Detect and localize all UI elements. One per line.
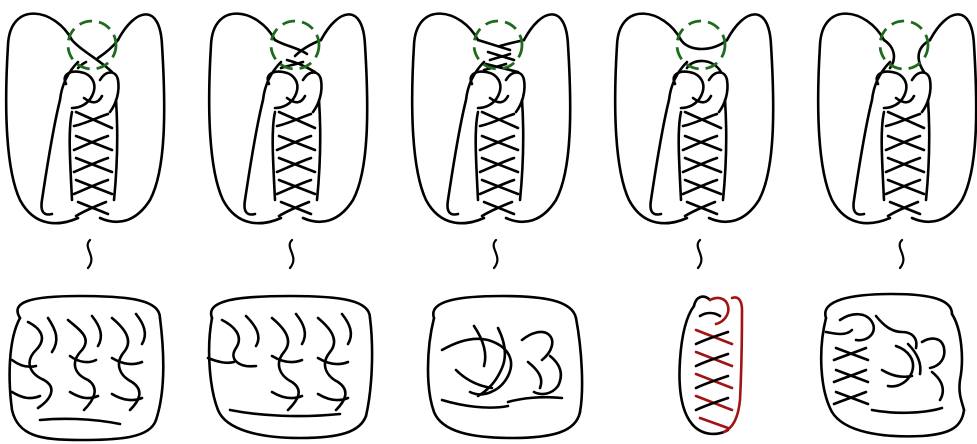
tilde-symbol xyxy=(698,240,702,268)
tilde-symbol xyxy=(494,240,498,268)
top-knot-4 xyxy=(615,14,773,224)
bottom-knot-3 xyxy=(428,296,582,438)
crossing-strand xyxy=(275,40,307,54)
smoothing-strand xyxy=(681,40,727,49)
top-knot-3 xyxy=(412,14,570,224)
tilde-symbol xyxy=(900,240,904,268)
tilde-symbol xyxy=(88,240,92,268)
top-knot-5 xyxy=(818,14,976,224)
bottom-knot-1 xyxy=(10,296,164,440)
top-knot-2 xyxy=(209,14,367,224)
bottom-knot-4-highlighted xyxy=(680,297,743,434)
tilde-symbol xyxy=(290,240,294,268)
highlight-circle xyxy=(880,21,928,69)
bottom-knot-2 xyxy=(208,296,372,438)
top-knot-1 xyxy=(6,14,164,224)
bottom-knot-5 xyxy=(821,294,964,436)
